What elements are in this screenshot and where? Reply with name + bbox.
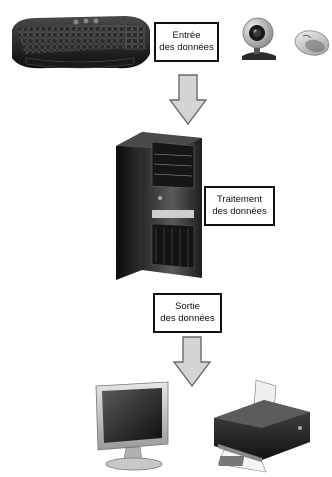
output-label-box: Sortie des données bbox=[153, 293, 222, 333]
processing-label-box: Traitement des données bbox=[204, 186, 275, 226]
keyboard-icon bbox=[12, 16, 150, 69]
monitor-icon bbox=[95, 381, 169, 471]
input-label-line1: Entrée bbox=[172, 30, 201, 41]
computer-tower-icon bbox=[116, 132, 202, 280]
mouse-icon bbox=[294, 30, 330, 56]
arrow-down-icon bbox=[172, 336, 212, 388]
arrow-down-icon bbox=[168, 74, 208, 126]
webcam-icon bbox=[242, 17, 276, 60]
processing-label-line1: Traitement bbox=[216, 194, 263, 205]
output-label-line2: des données bbox=[160, 313, 215, 324]
printer-icon bbox=[214, 379, 310, 473]
input-label-line2: des données bbox=[159, 42, 214, 53]
input-label-box: Entrée des données bbox=[154, 22, 219, 62]
output-label-line1: Sortie bbox=[175, 301, 200, 312]
processing-label-line2: des données bbox=[212, 206, 267, 217]
